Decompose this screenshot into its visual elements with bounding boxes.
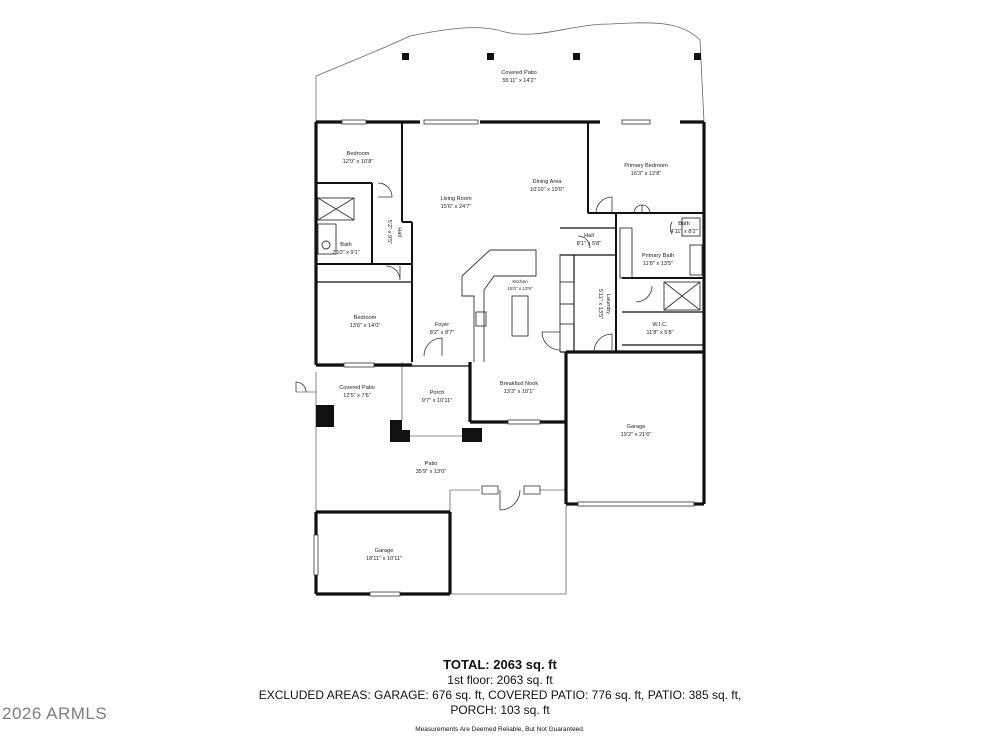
room-name-porch: Porch [430, 390, 445, 396]
room-name-laundry: Laundry [605, 294, 611, 314]
room-name-primary-bath: Primary Bath [642, 253, 674, 259]
excluded-areas-line1: EXCLUDED AREAS: GARAGE: 676 sq. ft, COVE… [258, 688, 742, 702]
room-name-breakfast-nook: Breakfast Nook [500, 381, 538, 387]
room-dims-primary-bedroom: 16'3" x 12'8" [631, 171, 662, 177]
room-name-patio: Patio [425, 461, 438, 467]
room-name-hall-west: Hall [396, 227, 402, 237]
doors [295, 182, 673, 511]
room-name-dining-area: Dining Area [533, 179, 563, 185]
disclaimer: Measurements Are Deemed Reliable, But No… [415, 726, 585, 733]
room-dims-hall-east: 8'1" x 5'8" [577, 241, 601, 247]
excluded-areas-line2: PORCH: 103 sq. ft [450, 703, 550, 717]
room-dims-kitchen: 15'0" x 13'9" [507, 286, 533, 291]
room-name-kitchen: Kitchen [512, 279, 528, 284]
interior-walls [316, 122, 704, 362]
room-name-covered-patio-w: Covered Patio [339, 385, 374, 391]
room-dims-foyer: 8'2" x 8'7" [430, 330, 454, 336]
room-name-living-room: Living Room [440, 196, 471, 202]
walls [314, 120, 706, 596]
room-dims-dining-area: 10'10" x 19'0" [530, 187, 564, 193]
first-floor-area: 1st floor: 2063 sq. ft [447, 673, 553, 687]
room-name-primary-bedroom: Primary Bedroom [624, 163, 668, 169]
fixtures [317, 197, 703, 311]
room-dims-covered-patio-w: 12'5" x 7'6" [343, 393, 371, 399]
room-dims-porch: 9'7" x 10'11" [422, 398, 452, 404]
room-name-bath-west: Bath [340, 242, 352, 248]
room-name-bedroom-nw: Bedroom [347, 151, 370, 157]
room-dims-covered-patio-top: 55'11" x 14'2" [502, 78, 535, 84]
room-dims-patio: 35'9" x 13'0" [416, 469, 447, 475]
kitchen-counters [461, 249, 575, 362]
room-name-covered-patio-top: Covered Patio [501, 70, 536, 76]
room-name-wic: W.I.C. [652, 322, 668, 328]
room-dims-living-room: 15'6" x 24'7" [441, 204, 472, 210]
room-dims-bath-primary: 4'11" x 8'2" [670, 229, 697, 235]
room-dims-primary-bath: 11'8" x 13'5" [643, 261, 673, 267]
room-name-hall-east: Hall [584, 233, 594, 239]
room-dims-garage-main: 19'2" x 21'6" [621, 432, 652, 438]
room-dims-breakfast-nook: 13'3" x 10'1" [504, 389, 535, 395]
room-dims-garage-small: 18'11" x 10'11" [366, 556, 402, 562]
room-dims-bedroom-w: 13'6" x 14'0" [350, 323, 381, 329]
room-name-bath-primary: Bath [678, 221, 690, 227]
room-name-garage-main: Garage [627, 424, 646, 430]
room-name-foyer: Foyer [435, 322, 449, 328]
room-dims-bedroom-nw: 12'0" x 10'8" [343, 159, 374, 165]
room-name-bedroom-w: Bedroom [354, 315, 377, 321]
room-dims-laundry: 5'11" x 13'5" [597, 289, 603, 319]
room-dims-wic: 11'8" x 5'8" [646, 330, 673, 336]
windows [313, 119, 695, 597]
room-labels: Covered Patio 55'11" x 14'2" Bedroom 12'… [332, 70, 697, 562]
patio-posts [316, 53, 701, 442]
room-name-garage-small: Garage [375, 548, 394, 554]
room-dims-hall-west: 5'2" x 9'5" [386, 220, 392, 244]
total-area: TOTAL: 2063 sq. ft [443, 657, 557, 672]
watermark: 2026 ARMLS [2, 704, 108, 723]
room-dims-bath-west: 7'10" x 9'1" [332, 250, 360, 256]
